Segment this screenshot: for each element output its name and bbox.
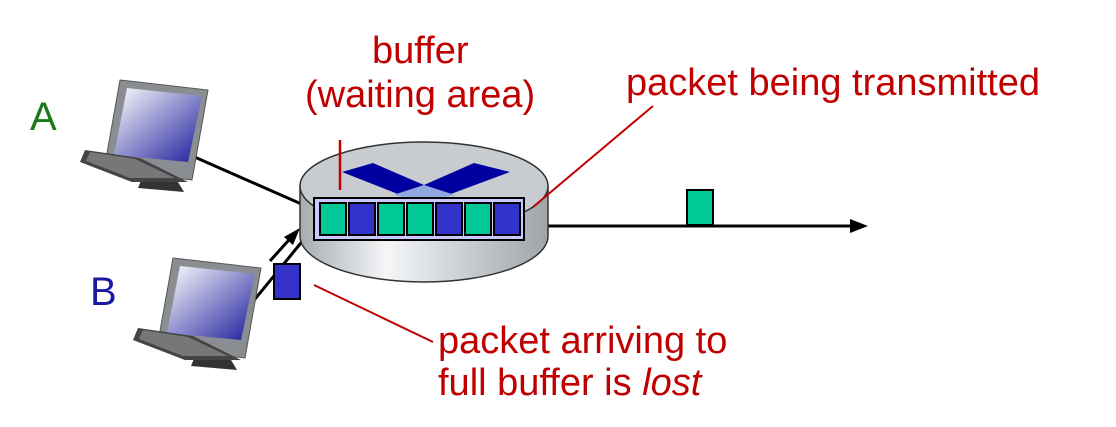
lost-label-line1: packet arriving to — [438, 320, 728, 362]
host-b-label: B — [90, 270, 117, 314]
link-a-router — [189, 153, 316, 212]
buffer-packet-green — [406, 202, 434, 236]
buffer-label-line2: (waiting area) — [305, 74, 536, 116]
buffer-queue — [313, 197, 525, 241]
lost-label-line2: full buffer is lost — [438, 362, 701, 404]
transmitting-label: packet being transmitted — [626, 62, 1041, 104]
lost-label-prefix: full buffer is — [438, 362, 643, 404]
host-a-label: A — [30, 95, 57, 139]
computer-icon-b — [133, 257, 262, 370]
packet-lost — [273, 263, 301, 300]
buffer-packet-green — [464, 202, 492, 236]
arrowhead-icon — [850, 219, 868, 233]
arrowhead-icon — [284, 228, 300, 245]
lost-label-emph: lost — [642, 362, 702, 404]
buffer-packet-blue — [493, 202, 521, 236]
packet-in-flight — [686, 189, 714, 226]
buffer-packet-green — [377, 202, 405, 236]
computer-icon-a — [80, 79, 209, 192]
annotation-line-lost — [313, 284, 434, 343]
buffer-packet-blue — [348, 202, 376, 236]
annotation-line-transmitting — [532, 105, 654, 208]
buffer-label-line1: buffer — [372, 30, 469, 72]
buffer-packet-green — [319, 202, 347, 236]
buffer-packet-blue — [435, 202, 463, 236]
router-arrow-icon — [342, 163, 510, 198]
